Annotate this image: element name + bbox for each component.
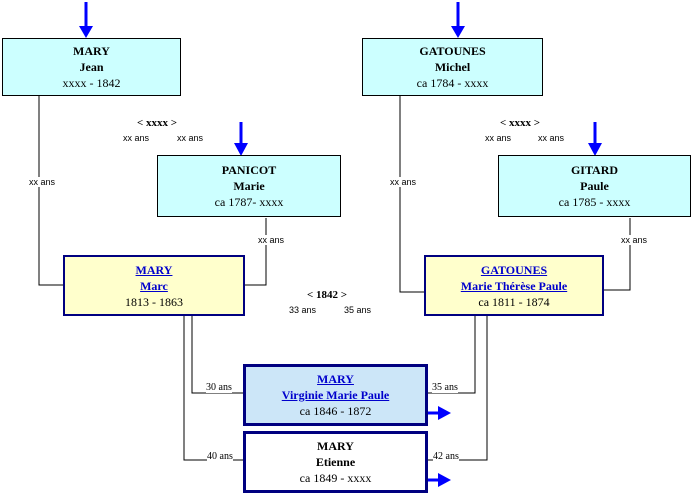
person-box-michel[interactable]: GATOUNES Michel ca 1784 - xxxx (362, 38, 543, 96)
person-dates: 1813 - 1863 (125, 294, 183, 309)
marriage-age-husband-left: xx ans (123, 133, 150, 143)
age-label-michel: xx ans (390, 177, 417, 187)
person-given-name: Michel (434, 60, 471, 74)
person-surname-link[interactable]: MARY (317, 372, 354, 386)
person-surname: GITARD (570, 163, 619, 177)
age-label-paule: xx ans (621, 235, 648, 245)
person-box-marc[interactable]: MARY Marc 1813 - 1863 (63, 255, 245, 316)
arrow-right-icon[interactable] (428, 406, 451, 420)
marriage-age-wife-center: 35 ans (344, 305, 372, 315)
person-box-virginie[interactable]: MARY Virginie Marie Paule ca 1846 - 1872 (243, 364, 428, 426)
person-given-name: Jean (79, 60, 104, 74)
person-box-etienne[interactable]: MARY Etienne ca 1849 - xxxx (243, 431, 428, 493)
arrow-down-icon[interactable] (588, 122, 602, 156)
person-surname-link[interactable]: GATOUNES (480, 262, 548, 277)
marriage-year-right: < xxxx > (500, 117, 541, 129)
person-dates: xxxx - 1842 (62, 76, 121, 90)
age-label-virginie-father: 30 ans (206, 382, 232, 393)
arrow-down-icon[interactable] (451, 2, 465, 38)
person-box-paule[interactable]: GITARD Paule ca 1785 - xxxx (498, 155, 691, 217)
person-surname: MARY (73, 44, 110, 58)
person-dates: ca 1849 - xxxx (299, 471, 372, 485)
person-given-name: Paule (580, 179, 609, 193)
marriage-age-husband-center: 33 ans (289, 305, 317, 315)
age-label-virginie-mother: 35 ans (432, 382, 458, 393)
age-label-etienne-father: 40 ans (207, 451, 233, 462)
marriage-year-left: < xxxx > (137, 117, 178, 129)
marriage-age-wife-left: xx ans (177, 133, 204, 143)
marriage-year-center: < 1842 > (307, 289, 348, 301)
person-given-name-link[interactable]: Virginie Marie Paule (281, 388, 390, 402)
person-dates: ca 1784 - xxxx (416, 76, 489, 90)
person-box-marie-therese-paule[interactable]: GATOUNES Marie Thérèse Paule ca 1811 - 1… (424, 255, 604, 316)
person-dates: ca 1785 - xxxx (558, 195, 631, 209)
person-surname: GATOUNES (419, 44, 486, 58)
person-surname: MARY (317, 439, 354, 453)
marriage-age-wife-right: xx ans (538, 133, 565, 143)
person-surname: PANICOT (221, 163, 277, 177)
marriage-age-husband-right: xx ans (485, 133, 512, 143)
person-box-marie[interactable]: PANICOT Marie ca 1787- xxxx (157, 155, 341, 217)
age-label-jean: xx ans (29, 177, 56, 187)
person-given-name: Etienne (315, 455, 356, 469)
person-box-jean[interactable]: MARY Jean xxxx - 1842 (2, 38, 181, 96)
arrow-down-icon[interactable] (234, 122, 248, 156)
arrow-right-icon[interactable] (428, 473, 451, 487)
age-label-marie: xx ans (258, 235, 285, 245)
person-surname-link[interactable]: MARY (135, 262, 173, 277)
age-label-etienne-mother: 42 ans (433, 451, 459, 462)
person-given-name-link[interactable]: Marie Thérèse Paule (460, 278, 568, 293)
person-given-name-link[interactable]: Marc (140, 278, 168, 293)
person-dates: ca 1811 - 1874 (478, 294, 550, 309)
arrow-down-icon[interactable] (79, 2, 93, 38)
person-given-name: Marie (233, 179, 265, 193)
person-dates: ca 1787- xxxx (214, 195, 284, 209)
person-dates: ca 1846 - 1872 (299, 404, 372, 418)
